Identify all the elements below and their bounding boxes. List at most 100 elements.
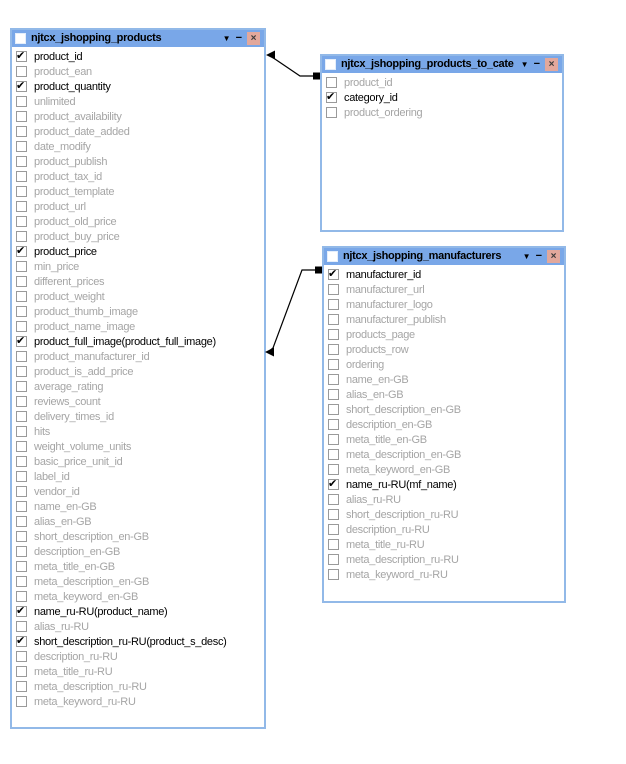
field-label: product_full_image(product_full_image) (34, 335, 216, 348)
unchecked-checkbox-icon[interactable] (16, 186, 27, 197)
unchecked-checkbox-icon[interactable] (16, 276, 27, 287)
unchecked-checkbox-icon[interactable] (16, 621, 27, 632)
minimize-button[interactable]: − (235, 32, 242, 44)
unchecked-checkbox-icon[interactable] (16, 261, 27, 272)
unchecked-checkbox-icon[interactable] (328, 524, 339, 535)
unchecked-checkbox-icon[interactable] (328, 449, 339, 460)
unchecked-checkbox-icon[interactable] (16, 126, 27, 137)
close-button[interactable]: × (547, 250, 560, 263)
field-label: meta_title_en-GB (34, 560, 115, 573)
unchecked-checkbox-icon[interactable] (16, 351, 27, 362)
field-row: product_id (12, 49, 264, 64)
checked-checkbox-icon[interactable] (16, 79, 27, 92)
unchecked-checkbox-icon[interactable] (16, 171, 27, 182)
chevron-down-icon[interactable]: ▼ (520, 60, 529, 69)
unchecked-checkbox-icon[interactable] (328, 434, 339, 445)
checked-checkbox-icon[interactable] (328, 477, 339, 490)
unchecked-checkbox-icon[interactable] (16, 291, 27, 302)
unchecked-checkbox-icon[interactable] (16, 681, 27, 692)
checked-checkbox-icon[interactable] (16, 49, 27, 62)
unchecked-checkbox-icon[interactable] (16, 396, 27, 407)
unchecked-checkbox-icon[interactable] (328, 299, 339, 310)
unchecked-checkbox-icon[interactable] (328, 464, 339, 475)
unchecked-checkbox-icon[interactable] (16, 516, 27, 527)
unchecked-checkbox-icon[interactable] (16, 141, 27, 152)
select-all-checkbox[interactable] (15, 33, 26, 44)
unchecked-checkbox-icon[interactable] (16, 156, 27, 167)
unchecked-checkbox-icon[interactable] (16, 501, 27, 512)
unchecked-checkbox-icon[interactable] (328, 539, 339, 550)
unchecked-checkbox-icon[interactable] (16, 546, 27, 557)
unchecked-checkbox-icon[interactable] (328, 509, 339, 520)
unchecked-checkbox-icon[interactable] (16, 381, 27, 392)
minimize-button[interactable]: − (533, 58, 540, 70)
field-row: product_name_image (12, 319, 264, 334)
checked-checkbox-icon[interactable] (326, 90, 337, 103)
checked-checkbox-icon[interactable] (328, 267, 339, 280)
checked-checkbox-icon[interactable] (16, 634, 27, 647)
unchecked-checkbox-icon[interactable] (16, 696, 27, 707)
chevron-down-icon[interactable]: ▼ (222, 34, 231, 43)
field-label: meta_title_ru-RU (34, 665, 113, 678)
field-row: short_description_en-GB (12, 529, 264, 544)
select-all-checkbox[interactable] (325, 59, 336, 70)
unchecked-checkbox-icon[interactable] (16, 216, 27, 227)
unchecked-checkbox-icon[interactable] (16, 411, 27, 422)
unchecked-checkbox-icon[interactable] (328, 329, 339, 340)
field-row: meta_keyword_en-GB (12, 589, 264, 604)
field-label: product_weight (34, 290, 105, 303)
close-button[interactable]: × (545, 58, 558, 71)
checked-checkbox-icon[interactable] (16, 334, 27, 347)
unchecked-checkbox-icon[interactable] (328, 569, 339, 580)
unchecked-checkbox-icon[interactable] (328, 554, 339, 565)
unchecked-checkbox-icon[interactable] (16, 456, 27, 467)
unchecked-checkbox-icon[interactable] (328, 284, 339, 295)
unchecked-checkbox-icon[interactable] (328, 374, 339, 385)
unchecked-checkbox-icon[interactable] (16, 651, 27, 662)
unchecked-checkbox-icon[interactable] (16, 576, 27, 587)
unchecked-checkbox-icon[interactable] (326, 77, 337, 88)
unchecked-checkbox-icon[interactable] (328, 419, 339, 430)
field-row: products_row (324, 342, 564, 357)
unchecked-checkbox-icon[interactable] (328, 404, 339, 415)
unchecked-checkbox-icon[interactable] (16, 306, 27, 317)
field-list: product_idproduct_eanproduct_quantityunl… (12, 47, 264, 709)
unchecked-checkbox-icon[interactable] (328, 389, 339, 400)
select-all-checkbox[interactable] (327, 251, 338, 262)
panel-titlebar[interactable]: njtcx_jshopping_products ▼ − × (12, 30, 264, 47)
unchecked-checkbox-icon[interactable] (328, 314, 339, 325)
unchecked-checkbox-icon[interactable] (16, 96, 27, 107)
unchecked-checkbox-icon[interactable] (16, 531, 27, 542)
unchecked-checkbox-icon[interactable] (16, 201, 27, 212)
unchecked-checkbox-icon[interactable] (16, 471, 27, 482)
unchecked-checkbox-icon[interactable] (328, 344, 339, 355)
unchecked-checkbox-icon[interactable] (16, 591, 27, 602)
close-button[interactable]: × (247, 32, 260, 45)
field-label: manufacturer_id (346, 268, 421, 281)
panel-titlebar[interactable]: njtcx_jshopping_manufacturers ▼ − × (324, 248, 564, 265)
checked-checkbox-icon[interactable] (16, 604, 27, 617)
field-label: manufacturer_url (346, 283, 425, 296)
unchecked-checkbox-icon[interactable] (16, 66, 27, 77)
unchecked-checkbox-icon[interactable] (16, 426, 27, 437)
field-row: basic_price_unit_id (12, 454, 264, 469)
unchecked-checkbox-icon[interactable] (328, 494, 339, 505)
unchecked-checkbox-icon[interactable] (16, 111, 27, 122)
unchecked-checkbox-icon[interactable] (16, 666, 27, 677)
unchecked-checkbox-icon[interactable] (16, 231, 27, 242)
panel-titlebar[interactable]: njtcx_jshopping_products_to_cate ▼ − × (322, 56, 562, 73)
unchecked-checkbox-icon[interactable] (326, 107, 337, 118)
field-label: product_ean (34, 65, 92, 78)
checked-checkbox-icon[interactable] (16, 244, 27, 257)
chevron-down-icon[interactable]: ▼ (522, 252, 531, 261)
field-label: reviews_count (34, 395, 101, 408)
field-label: short_description_en-GB (346, 403, 461, 416)
minimize-button[interactable]: − (535, 250, 542, 262)
unchecked-checkbox-icon[interactable] (16, 561, 27, 572)
unchecked-checkbox-icon[interactable] (16, 321, 27, 332)
unchecked-checkbox-icon[interactable] (16, 366, 27, 377)
unchecked-checkbox-icon[interactable] (328, 359, 339, 370)
field-row: unlimited (12, 94, 264, 109)
unchecked-checkbox-icon[interactable] (16, 486, 27, 497)
unchecked-checkbox-icon[interactable] (16, 441, 27, 452)
